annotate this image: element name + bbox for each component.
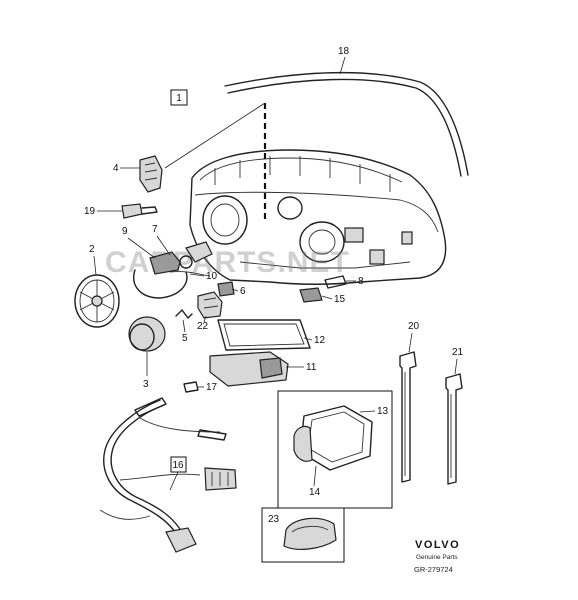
callout-23: 23 xyxy=(268,514,280,525)
clip-part-5[interactable] xyxy=(175,309,193,319)
callout-box-16 xyxy=(170,456,187,473)
lamp-unit-part-10[interactable] xyxy=(133,241,213,299)
callout-18: 18 xyxy=(338,46,350,57)
socket-part-6[interactable] xyxy=(217,281,235,297)
cover-cap-part-2[interactable] xyxy=(74,274,120,328)
watermark: CARPARTS.NET xyxy=(105,246,350,279)
module-part-13[interactable] xyxy=(293,405,373,471)
callout-9: 9 xyxy=(122,226,128,237)
callout-8: 8 xyxy=(358,276,364,287)
callout-20: 20 xyxy=(408,321,420,332)
callout-11: 11 xyxy=(306,362,317,373)
inset-frame-23 xyxy=(261,507,345,563)
figure-reference: GR-279724 xyxy=(414,565,453,574)
callout-6: 6 xyxy=(240,286,246,297)
control-module-part-11[interactable] xyxy=(209,351,289,387)
bulb-part-8[interactable] xyxy=(324,275,347,289)
callout-3: 3 xyxy=(143,379,149,390)
bulb-part-17[interactable] xyxy=(183,381,199,393)
callout-7: 7 xyxy=(152,224,158,235)
callout-13: 13 xyxy=(377,406,389,417)
callout-16: 16 xyxy=(172,460,184,471)
connector-part-22[interactable] xyxy=(197,291,223,319)
socket-part-15[interactable] xyxy=(299,287,323,303)
callout-15: 15 xyxy=(334,294,346,305)
callout-14: 14 xyxy=(309,487,321,498)
callout-19: 19 xyxy=(84,206,96,217)
callout-17: 17 xyxy=(206,382,218,393)
bracket-part-21[interactable] xyxy=(445,373,463,485)
seal-strip-part-18[interactable] xyxy=(224,71,469,177)
callout-box-1 xyxy=(170,89,188,106)
volvo-logo: VOLVO xyxy=(415,539,460,551)
callout-1: 1 xyxy=(176,93,182,104)
bracket-part-20[interactable] xyxy=(399,351,417,483)
callout-4: 4 xyxy=(113,163,119,174)
cover-part-23[interactable] xyxy=(283,517,337,550)
gasket-part-12[interactable] xyxy=(217,319,311,351)
callout-5: 5 xyxy=(182,333,188,344)
wiring-harness-part-16[interactable] xyxy=(99,397,237,553)
callout-21: 21 xyxy=(452,347,464,358)
callout-22: 22 xyxy=(197,321,209,332)
callout-12: 12 xyxy=(314,335,326,346)
callout-10: 10 xyxy=(206,271,218,282)
bracket-part-4[interactable] xyxy=(139,155,163,193)
genuine-parts-tagline: Genuine Parts xyxy=(416,554,458,561)
bulb-part-19[interactable] xyxy=(121,203,158,219)
headlamp-housing[interactable] xyxy=(189,149,447,285)
callout-2: 2 xyxy=(89,244,95,255)
cap-part-3[interactable] xyxy=(128,316,166,352)
